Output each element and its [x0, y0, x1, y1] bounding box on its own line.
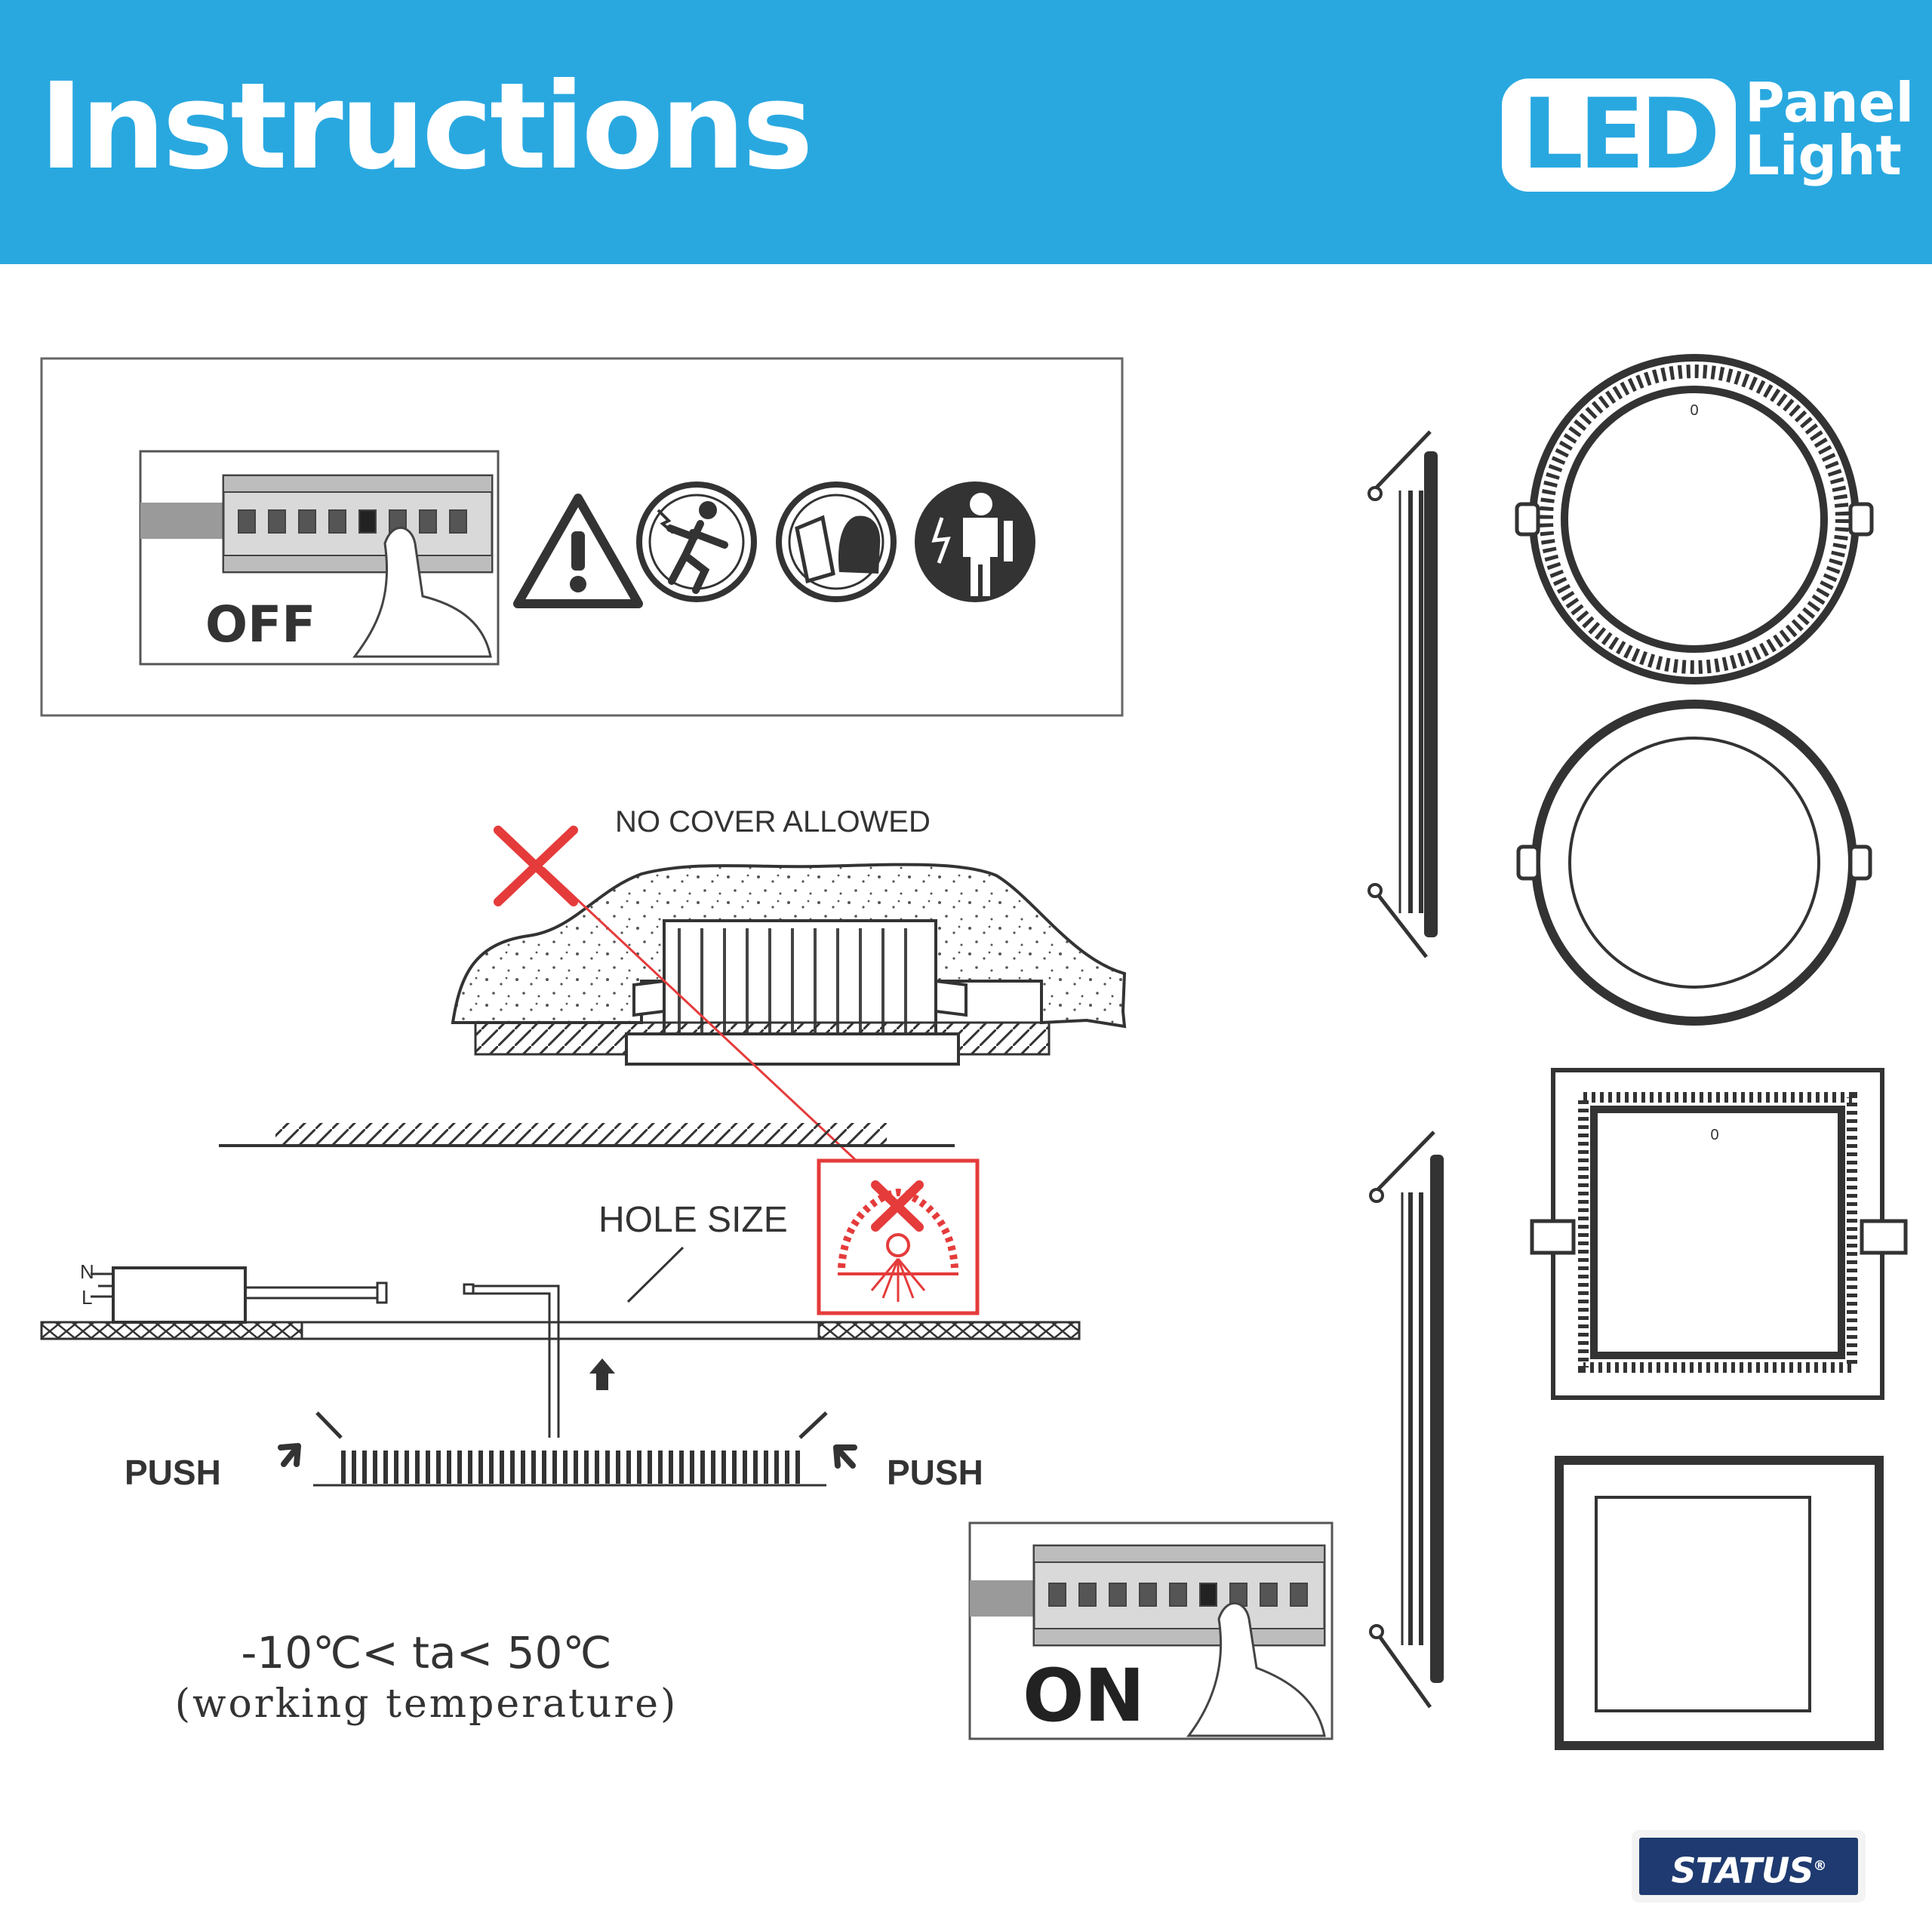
breaker-off-illustration: OFF — [139, 450, 500, 666]
warning-triangle-icon — [513, 494, 643, 608]
round-panel-side-view — [1367, 430, 1438, 958]
logo-led-box — [1502, 78, 1736, 192]
hole-size-callout: HOLE SIZE — [598, 1200, 788, 1303]
no-cover-label: NO COVER ALLOWED — [615, 805, 931, 838]
read-manual-icon — [776, 481, 897, 602]
instructions-diagram: OFF NO COVER ALLOWED — [40, 354, 1908, 1750]
square-panel-side-view — [1369, 1131, 1444, 1709]
no-cover-cross-icon — [494, 826, 578, 906]
push-right: PUSH — [833, 1444, 983, 1492]
square-top-mark: 0 — [1710, 1127, 1718, 1143]
square-panel-front-view — [1555, 1456, 1884, 1750]
electric-shock-icon — [636, 481, 757, 602]
ceiling-section — [219, 1123, 955, 1147]
connector-cable — [463, 1283, 560, 1438]
temperature-note: (working temperature) — [175, 1681, 678, 1727]
round-top-mark: 0 — [1690, 402, 1698, 419]
logo-led-text: LED — [1521, 78, 1720, 191]
electrician-icon — [915, 481, 1035, 602]
off-label: OFF — [205, 595, 315, 654]
header-banner: Instructions LED Panel Light — [0, 0, 1932, 264]
page-title: Instructions — [39, 57, 814, 196]
logo-panel-text: Panel — [1745, 71, 1915, 134]
insulation-warning-box — [817, 1158, 980, 1315]
logo-light-text: Light — [1745, 124, 1902, 187]
neutral-label: N — [80, 1260, 94, 1283]
led-driver-box: N L — [80, 1260, 388, 1324]
status-brand-text: STATUS® — [1671, 1850, 1827, 1891]
push-left-arrow-icon — [278, 1443, 301, 1467]
led-panel-light-logo: LED Panel Light — [1502, 74, 1914, 192]
led-panel-side — [313, 1411, 828, 1487]
push-right-arrow-icon — [833, 1444, 857, 1469]
up-arrow-icon — [589, 1358, 615, 1390]
hole-size-label: HOLE SIZE — [598, 1200, 788, 1240]
ceiling-board — [40, 1321, 1081, 1340]
push-left: PUSH — [125, 1443, 301, 1492]
push-left-label: PUSH — [125, 1453, 221, 1492]
round-panel-front-view — [1516, 700, 1872, 1026]
no-cover-illustration: NO COVER ALLOWED — [451, 805, 1127, 1066]
round-panel-back-view: 0 — [1515, 354, 1874, 685]
status-logo: STATUS® — [1639, 1838, 1858, 1895]
breaker-on-illustration: ON — [968, 1521, 1334, 1740]
push-right-label: PUSH — [887, 1453, 983, 1492]
temperature-range: -10℃< ta< 50℃ — [241, 1627, 611, 1678]
square-panel-back-view: 0 — [1530, 1068, 1908, 1400]
no-insulation-cross-icon — [871, 1180, 924, 1232]
live-label: L — [82, 1286, 92, 1309]
on-label: ON — [1023, 1654, 1145, 1738]
